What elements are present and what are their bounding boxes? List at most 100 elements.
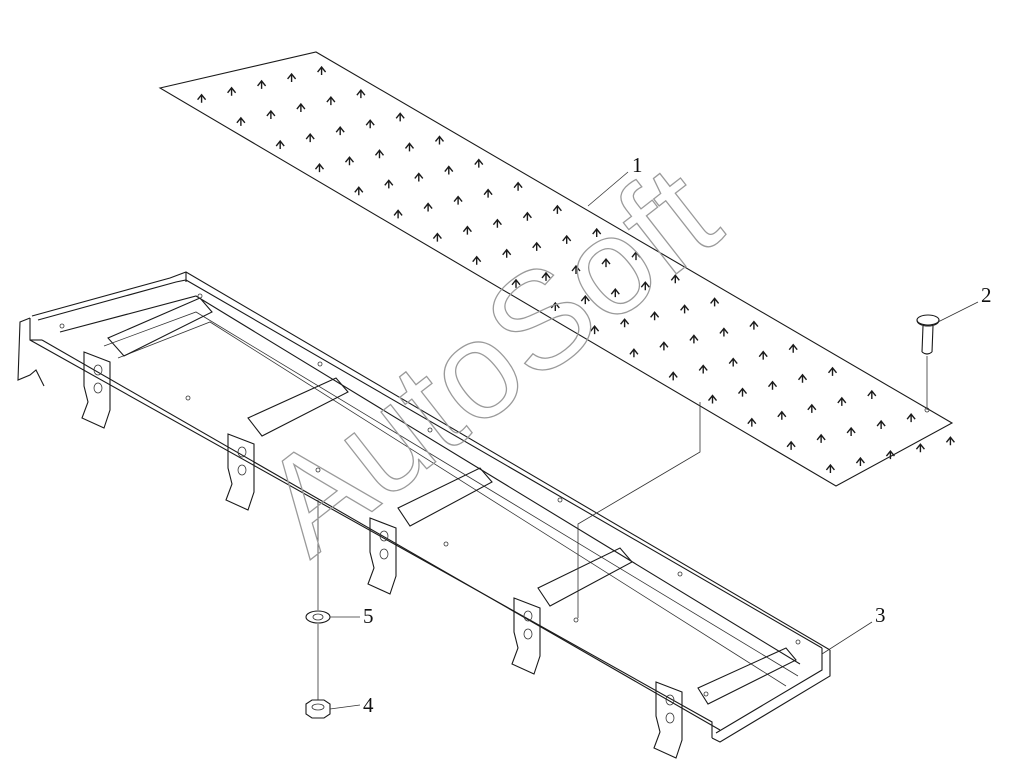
- perforation-mark: [827, 366, 838, 376]
- callout-5: 5: [363, 604, 374, 628]
- perforation-mark: [344, 156, 355, 166]
- perforation-mark: [314, 163, 325, 173]
- perforation-mark: [728, 357, 738, 367]
- watermark-logo: AutoSoft: [234, 136, 746, 583]
- perforation-mark: [275, 139, 285, 150]
- perforation-mark: [317, 65, 327, 76]
- frame-assembly: [17, 271, 831, 759]
- perforation-mark: [915, 443, 925, 453]
- perforation-mark: [777, 410, 787, 420]
- perforation-mark: [354, 186, 364, 196]
- perforation-mark: [434, 135, 445, 145]
- perforation-mark: [707, 394, 718, 404]
- perforation-mark: [287, 72, 297, 82]
- perforation-mark: [541, 271, 551, 281]
- perforation-mark: [719, 327, 729, 337]
- perforation-mark: [374, 149, 385, 159]
- perforation-mark: [365, 119, 375, 129]
- perforation-mark: [747, 417, 757, 427]
- cross-members: [107, 297, 797, 705]
- perforation-mark: [786, 440, 796, 450]
- perforation-mark: [432, 232, 442, 242]
- perforation-mark: [384, 179, 394, 189]
- perforation-mark: [710, 297, 720, 307]
- perforation-mark: [356, 89, 366, 99]
- perforation-mark: [668, 371, 678, 381]
- perforation-mark: [680, 304, 690, 314]
- mounting-brackets: [81, 351, 683, 759]
- perforation-mark: [552, 204, 562, 214]
- perforation-mark: [867, 389, 877, 399]
- bolt-part: [916, 314, 940, 413]
- callout-1: 1: [632, 153, 643, 177]
- perforation-mark: [522, 211, 532, 221]
- perforation-mark: [423, 202, 433, 212]
- perforation-mark: [257, 79, 267, 89]
- perforation-mark: [650, 311, 660, 321]
- perforation-mark: [532, 241, 542, 251]
- perforation-mark: [404, 142, 415, 152]
- perforation-mark: [571, 264, 581, 274]
- perforation-mark: [797, 373, 808, 383]
- perforation-mark: [825, 463, 835, 473]
- perforation-mark: [562, 234, 572, 244]
- callout-4: 4: [363, 693, 374, 717]
- perforation-mark: [326, 95, 336, 106]
- perforation-mark: [610, 288, 620, 298]
- assembly-leader: [577, 402, 701, 618]
- perforation-mark: [807, 403, 817, 413]
- perforation-mark: [758, 350, 768, 360]
- perforation-mark: [414, 172, 424, 182]
- perforation-mark: [698, 364, 708, 374]
- perforation-mark: [296, 102, 306, 113]
- perforation-mark: [335, 126, 345, 136]
- perforation-mark: [305, 132, 315, 143]
- perforation-mark: [767, 380, 778, 390]
- callout-2: 2: [981, 283, 992, 307]
- nut-part: [305, 699, 331, 719]
- perforation-mark: [266, 109, 276, 119]
- perforation-mark: [236, 116, 246, 126]
- perforation-mark: [453, 195, 463, 205]
- perforation-mark: [474, 158, 484, 168]
- perforation-mark: [749, 320, 759, 330]
- callout-leaders: [329, 171, 979, 710]
- perforation-mark: [876, 419, 886, 430]
- plate-perforations: [197, 65, 955, 473]
- perforation-mark: [227, 86, 237, 96]
- perforation-mark: [837, 396, 847, 406]
- perforation-mark: [590, 325, 600, 335]
- perforation-mark: [550, 301, 560, 311]
- perforation-mark: [393, 209, 403, 219]
- perforation-mark: [462, 225, 472, 235]
- perforation-mark: [816, 433, 826, 443]
- perforation-mark: [444, 165, 454, 175]
- perforation-mark: [492, 218, 502, 228]
- perforation-mark: [640, 281, 650, 291]
- perforation-mark: [483, 188, 493, 198]
- perforation-mark: [631, 251, 641, 261]
- perforation-mark: [620, 318, 630, 328]
- perforation-mark: [788, 343, 798, 353]
- perforation-mark: [513, 181, 523, 191]
- perforation-mark: [855, 456, 865, 467]
- perforation-mark: [670, 274, 680, 284]
- perforation-mark: [659, 341, 669, 351]
- perforation-mark: [502, 248, 512, 258]
- perforation-mark: [846, 426, 856, 436]
- perforation-mark: [689, 334, 699, 344]
- perforated-plate: [158, 51, 955, 487]
- perforation-mark: [580, 294, 590, 305]
- perforation-mark: [601, 257, 611, 268]
- perforation-mark: [472, 255, 482, 265]
- perforation-mark: [906, 413, 916, 423]
- perforation-mark: [197, 93, 207, 103]
- perforation-mark: [885, 449, 895, 460]
- perforation-mark: [737, 387, 748, 397]
- callout-3: 3: [875, 603, 886, 627]
- perforation-mark: [511, 278, 521, 288]
- perforation-mark: [395, 112, 405, 122]
- perforation-mark: [592, 227, 602, 238]
- perforation-mark: [945, 436, 955, 446]
